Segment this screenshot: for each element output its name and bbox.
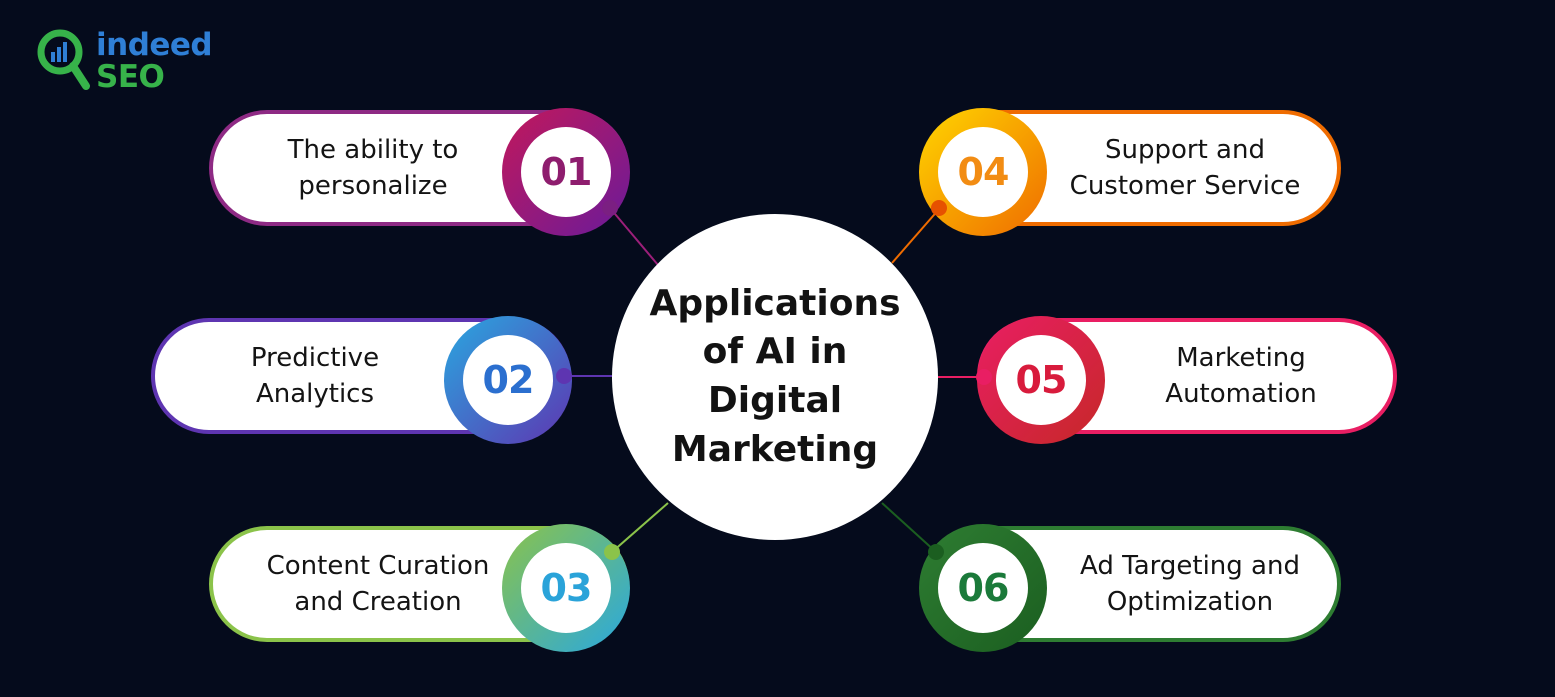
item-05-badge: 05 bbox=[977, 316, 1105, 444]
center-title: Applications of AI in Digital Marketing bbox=[649, 282, 901, 470]
item-06-number: 06 bbox=[938, 543, 1028, 633]
item-05-number: 05 bbox=[996, 335, 1086, 425]
item-04-label: Support and Customer Service bbox=[1069, 134, 1301, 201]
connector-04 bbox=[891, 207, 941, 264]
item-03-dot bbox=[604, 544, 620, 560]
item-02-number: 02 bbox=[463, 335, 553, 425]
item-01-badge: 01 bbox=[502, 108, 630, 236]
item-04-dot bbox=[931, 200, 947, 216]
item-04-number: 04 bbox=[938, 127, 1028, 217]
item-05-label: Marketing Automation bbox=[1165, 342, 1317, 409]
item-01-number: 01 bbox=[521, 127, 611, 217]
item-02-dot bbox=[556, 368, 572, 384]
connector-03 bbox=[611, 502, 669, 553]
item-06-badge: 06 bbox=[919, 524, 1047, 652]
item-06-label: Ad Targeting and Optimization bbox=[1080, 550, 1300, 617]
magnifier-chart-icon bbox=[37, 29, 90, 90]
logo-text-indeed: indeed bbox=[96, 27, 213, 63]
item-02-label: Predictive Analytics bbox=[250, 342, 380, 409]
item-04-badge: 04 bbox=[919, 108, 1047, 236]
item-02-badge: 02 bbox=[444, 316, 572, 444]
indeedseo-logo: indeed SEO bbox=[36, 28, 236, 98]
item-03-number: 03 bbox=[521, 543, 611, 633]
item-05-dot bbox=[976, 369, 992, 385]
item-01-dot bbox=[602, 200, 618, 216]
item-03-label: Content Curation and Creation bbox=[266, 550, 490, 617]
logo-text-seo: SEO bbox=[96, 59, 165, 95]
center-circle: Applications of AI in Digital Marketing bbox=[612, 214, 938, 540]
item-01-label: The ability to personalize bbox=[287, 134, 459, 201]
connector-01 bbox=[609, 207, 659, 266]
connector-06 bbox=[881, 502, 937, 553]
item-06-dot bbox=[928, 544, 944, 560]
